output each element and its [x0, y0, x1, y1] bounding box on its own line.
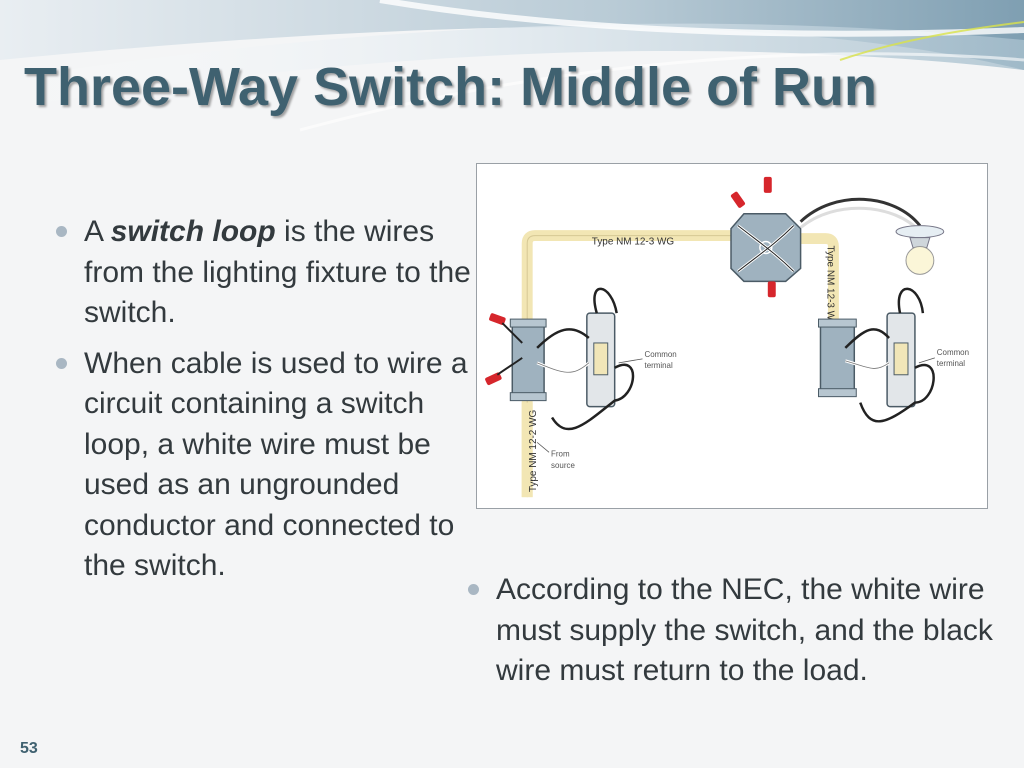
bullet-cable-white-wire: When cable is used to wire a circuit con…: [52, 344, 472, 587]
slide-title: Three-Way Switch: Middle of Run: [24, 57, 878, 117]
switch-loop-term: switch loop: [110, 215, 276, 248]
right-bullet-list: According to the NEC, the white wire mus…: [464, 570, 1014, 702]
left-switch-box: [496, 287, 635, 431]
wiring-diagram-svg: Type NM 12-3 WG Type NM 12-3 WG Type NM …: [485, 176, 969, 498]
left-bullet-list: A switch loop is the wires from the ligh…: [52, 212, 472, 597]
common-terminal-right-label-2: terminal: [937, 359, 965, 368]
slide-number: 53: [20, 740, 38, 757]
common-terminal-left-label-2: terminal: [645, 361, 673, 370]
right-switch-box: [818, 287, 935, 423]
cable-left-label: Type NM 12-2 WG: [528, 410, 539, 492]
cable-right-vertical: [785, 233, 839, 329]
from-source-label: From: [551, 449, 570, 458]
common-terminal-right-label: Common: [937, 348, 969, 357]
wire-nuts: [485, 176, 776, 386]
junction-box: [730, 212, 802, 283]
bullet-switch-loop: A switch loop is the wires from the ligh…: [52, 212, 472, 334]
bullet-nec-rule: According to the NEC, the white wire mus…: [464, 570, 1014, 692]
light-fixture: [799, 197, 945, 275]
cable-right-label: Type NM 12-3 WG: [824, 246, 835, 328]
from-source-label-2: source: [551, 461, 575, 470]
wiring-diagram: Type NM 12-3 WG Type NM 12-3 WG Type NM …: [476, 163, 988, 509]
cable-top-label: Type NM 12-3 WG: [592, 237, 674, 248]
background-swoosh: [0, 0, 1024, 132]
common-terminal-left-label: Common: [645, 350, 677, 359]
